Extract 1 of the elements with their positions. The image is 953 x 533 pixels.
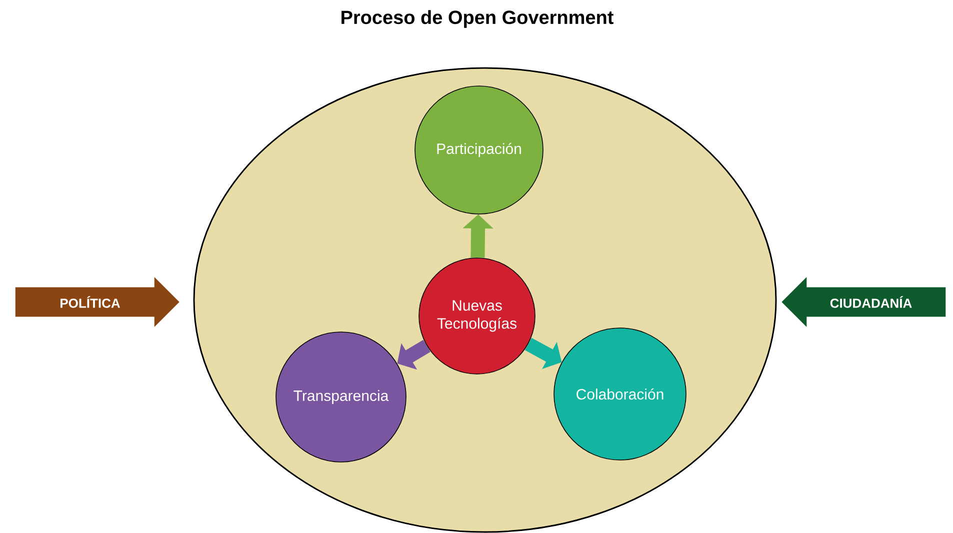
- title: Proceso de Open Government: [342, 10, 614, 28]
